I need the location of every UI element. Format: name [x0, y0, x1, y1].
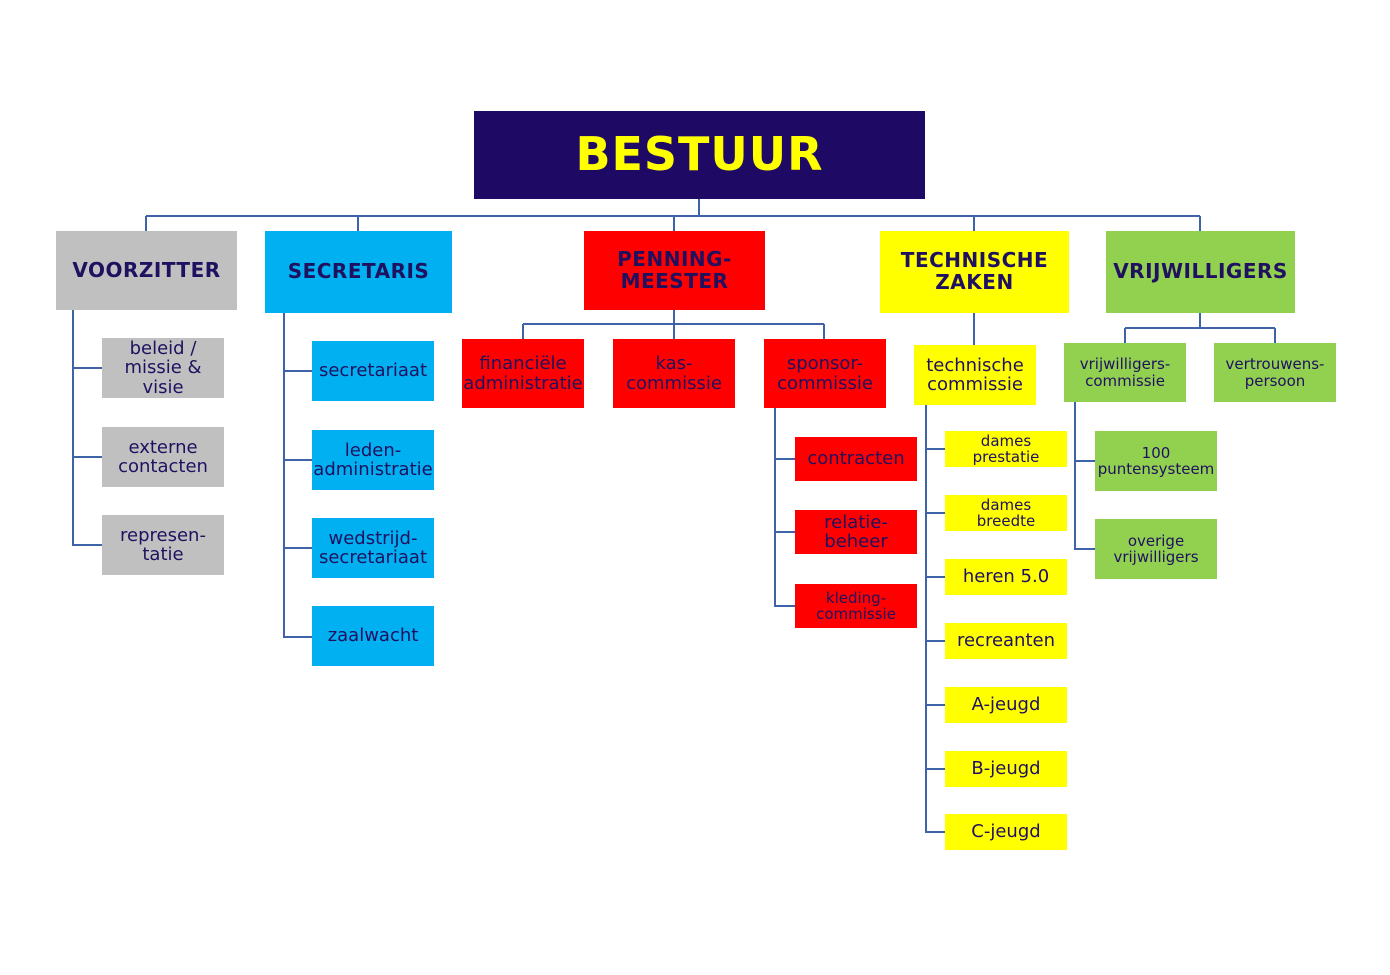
- secretaris-item: leden- administratie: [312, 430, 434, 490]
- sponsor-item: contracten: [795, 437, 917, 481]
- voorzitter-item: externe contacten: [102, 427, 224, 487]
- node-vrijwilligers: VRIJWILLIGERS: [1106, 231, 1295, 313]
- sponsor-item: relatie- beheer: [795, 510, 917, 554]
- technische-item: dames prestatie: [945, 431, 1067, 467]
- penningmeester-item: sponsor- commissie: [764, 339, 886, 408]
- sponsor-item: kleding- commissie: [795, 584, 917, 628]
- penningmeester-item: kas- commissie: [613, 339, 735, 408]
- secretaris-item: zaalwacht: [312, 606, 434, 666]
- technische-item: dames breedte: [945, 495, 1067, 531]
- vrijwilligers-commissie-item: 100 puntensysteem: [1095, 431, 1217, 491]
- technische-item: A-jeugd: [945, 687, 1067, 723]
- vrijwilligers-item: vrijwilligers- commissie: [1064, 343, 1186, 402]
- technische-item: C-jeugd: [945, 814, 1067, 850]
- technische-item: heren 5.0: [945, 559, 1067, 595]
- vrijwilligers-commissie-item: overige vrijwilligers: [1095, 519, 1217, 579]
- technische-item: recreanten: [945, 623, 1067, 659]
- connector-line: [925, 405, 945, 833]
- root-node-bestuur: BESTUUR: [474, 111, 925, 199]
- voorzitter-item: beleid / missie & visie: [102, 338, 224, 398]
- technische-commissie: technische commissie: [914, 345, 1036, 405]
- vrijwilligers-item: vertrouwens- persoon: [1214, 343, 1336, 402]
- node-voorzitter: VOORZITTER: [56, 231, 237, 310]
- node-secretaris: SECRETARIS: [265, 231, 452, 313]
- technische-item: B-jeugd: [945, 751, 1067, 787]
- node-penningmeester: PENNING- MEESTER: [584, 231, 765, 310]
- connector-line: [72, 310, 102, 546]
- penningmeester-item: financiële administratie: [462, 339, 584, 408]
- voorzitter-item: represen- tatie: [102, 515, 224, 575]
- secretaris-item: secretariaat: [312, 341, 434, 401]
- connector-line: [283, 313, 312, 638]
- connector-line: [774, 408, 795, 607]
- secretaris-item: wedstrijd- secretariaat: [312, 518, 434, 578]
- connector-line: [1074, 402, 1095, 550]
- node-technische-zaken: TECHNISCHE ZAKEN: [880, 231, 1069, 313]
